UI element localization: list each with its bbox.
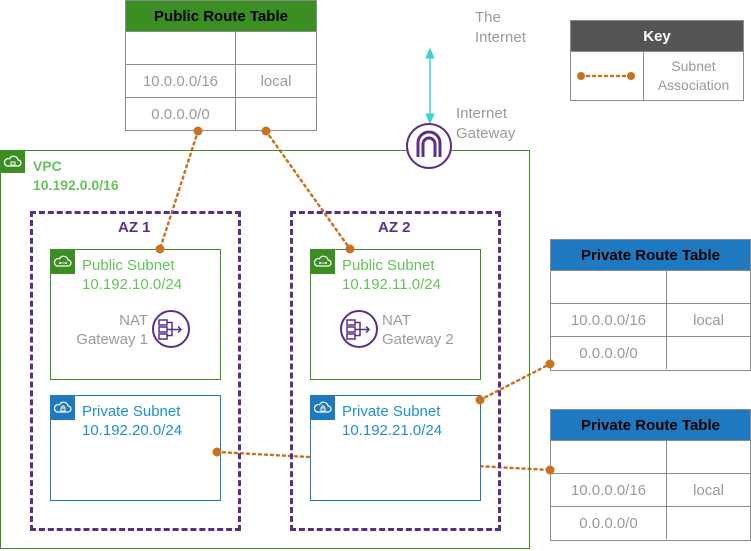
- public-subnet-2-name: Public Subnet: [342, 257, 435, 274]
- key-title: Key: [571, 21, 743, 52]
- route-target: [667, 441, 750, 473]
- private-subnet-2-cidr: 10.192.21.0/24: [342, 422, 443, 439]
- route-destination: [551, 441, 667, 473]
- private-route-table-1-title: Private Route Table: [551, 240, 750, 271]
- vpc-name: VPC: [33, 158, 62, 174]
- vpc-container: VPC 10.192.0.0/16: [0, 150, 530, 549]
- internet-label: The Internet: [475, 9, 526, 46]
- vpc-cloud-icon: [1, 151, 25, 173]
- route-target: local: [693, 481, 724, 499]
- route-target: [667, 337, 750, 369]
- private-subnet-1: Private Subnet 10.192.20.0/24: [50, 395, 221, 501]
- nat-gateway-1-label: NAT Gateway 1: [76, 312, 148, 348]
- route-row: 0.0.0.0/0: [551, 337, 750, 369]
- route-row: [126, 32, 316, 65]
- route-row: 10.0.0.0/16 local: [126, 65, 316, 98]
- internet-arrow: [425, 47, 435, 125]
- public-subnet-icon: [51, 250, 75, 274]
- route-target: [236, 32, 316, 64]
- private-subnet-1-cidr: 10.192.20.0/24: [82, 422, 183, 439]
- route-destination: 10.0.0.0/16: [551, 304, 667, 336]
- public-subnet-1-name: Public Subnet: [82, 257, 175, 274]
- public-subnet-2-cidr: 10.192.11.0/24: [342, 276, 441, 293]
- private-subnet-icon: [311, 396, 335, 420]
- route-row: 0.0.0.0/0: [551, 507, 750, 539]
- route-target: local: [693, 311, 724, 329]
- route-destination: 10.0.0.0/16: [126, 65, 236, 97]
- key-legend: Key Subnet Association: [570, 20, 744, 101]
- route-row: [551, 441, 750, 474]
- assoc-private-rt-1-to-private-subnet-2: [478, 362, 552, 402]
- vpc-title: VPC 10.192.0.0/16: [33, 157, 119, 195]
- assoc-private-rt-2-to-private-subnet-1: [215, 450, 552, 472]
- route-destination: [126, 32, 236, 64]
- vpc-cidr: 10.192.0.0/16: [33, 177, 119, 193]
- internet-gateway-icon: [404, 121, 454, 171]
- route-destination: 0.0.0.0/0: [551, 507, 667, 539]
- public-subnet-2: Public Subnet 10.192.11.0/24: [310, 249, 481, 380]
- route-row: 10.0.0.0/16 local: [551, 304, 750, 337]
- private-subnet-2: Private Subnet 10.192.21.0/24: [310, 395, 481, 501]
- public-subnet-1-cidr: 10.192.10.0/24: [82, 276, 183, 293]
- nat-gateway-2-label: NAT Gateway 2: [382, 312, 454, 348]
- route-target: [667, 507, 750, 539]
- availability-zone-1: [30, 211, 241, 531]
- private-route-table-1: Private Route Table 10.0.0.0/16 local 0.…: [550, 239, 751, 371]
- public-route-table: Public Route Table 10.0.0.0/16 local 0.0…: [125, 0, 317, 131]
- availability-zone-2: [290, 211, 501, 531]
- route-row: [551, 271, 750, 304]
- key-association-label: Subnet Association: [657, 58, 730, 93]
- route-target: [667, 271, 750, 303]
- private-route-table-2: Private Route Table 10.0.0.0/16 local 0.…: [550, 409, 751, 541]
- public-subnet-icon: [311, 250, 335, 274]
- private-subnet-icon: [51, 396, 75, 420]
- private-route-table-2-title: Private Route Table: [551, 410, 750, 441]
- route-destination: 10.0.0.0/16: [551, 474, 667, 506]
- association-line-symbol: [571, 52, 644, 100]
- private-subnet-2-name: Private Subnet: [342, 403, 441, 420]
- route-target: [236, 98, 316, 130]
- az-1-title: AZ 1: [118, 219, 151, 236]
- private-subnet-1-name: Private Subnet: [82, 403, 181, 420]
- route-destination: [551, 271, 667, 303]
- route-destination: 0.0.0.0/0: [551, 337, 667, 369]
- public-route-table-title: Public Route Table: [126, 1, 316, 32]
- az-2-title: AZ 2: [378, 219, 411, 236]
- nat-gateway-icon: [339, 309, 379, 349]
- route-row: 10.0.0.0/16 local: [551, 474, 750, 507]
- internet-gateway-label: Internet Gateway: [456, 105, 516, 142]
- route-row: 0.0.0.0/0: [126, 98, 316, 130]
- public-subnet-1: Public Subnet 10.192.10.0/24: [50, 249, 221, 380]
- nat-gateway-icon: [151, 309, 191, 349]
- route-target: local: [260, 72, 292, 90]
- route-destination: 0.0.0.0/0: [126, 98, 236, 130]
